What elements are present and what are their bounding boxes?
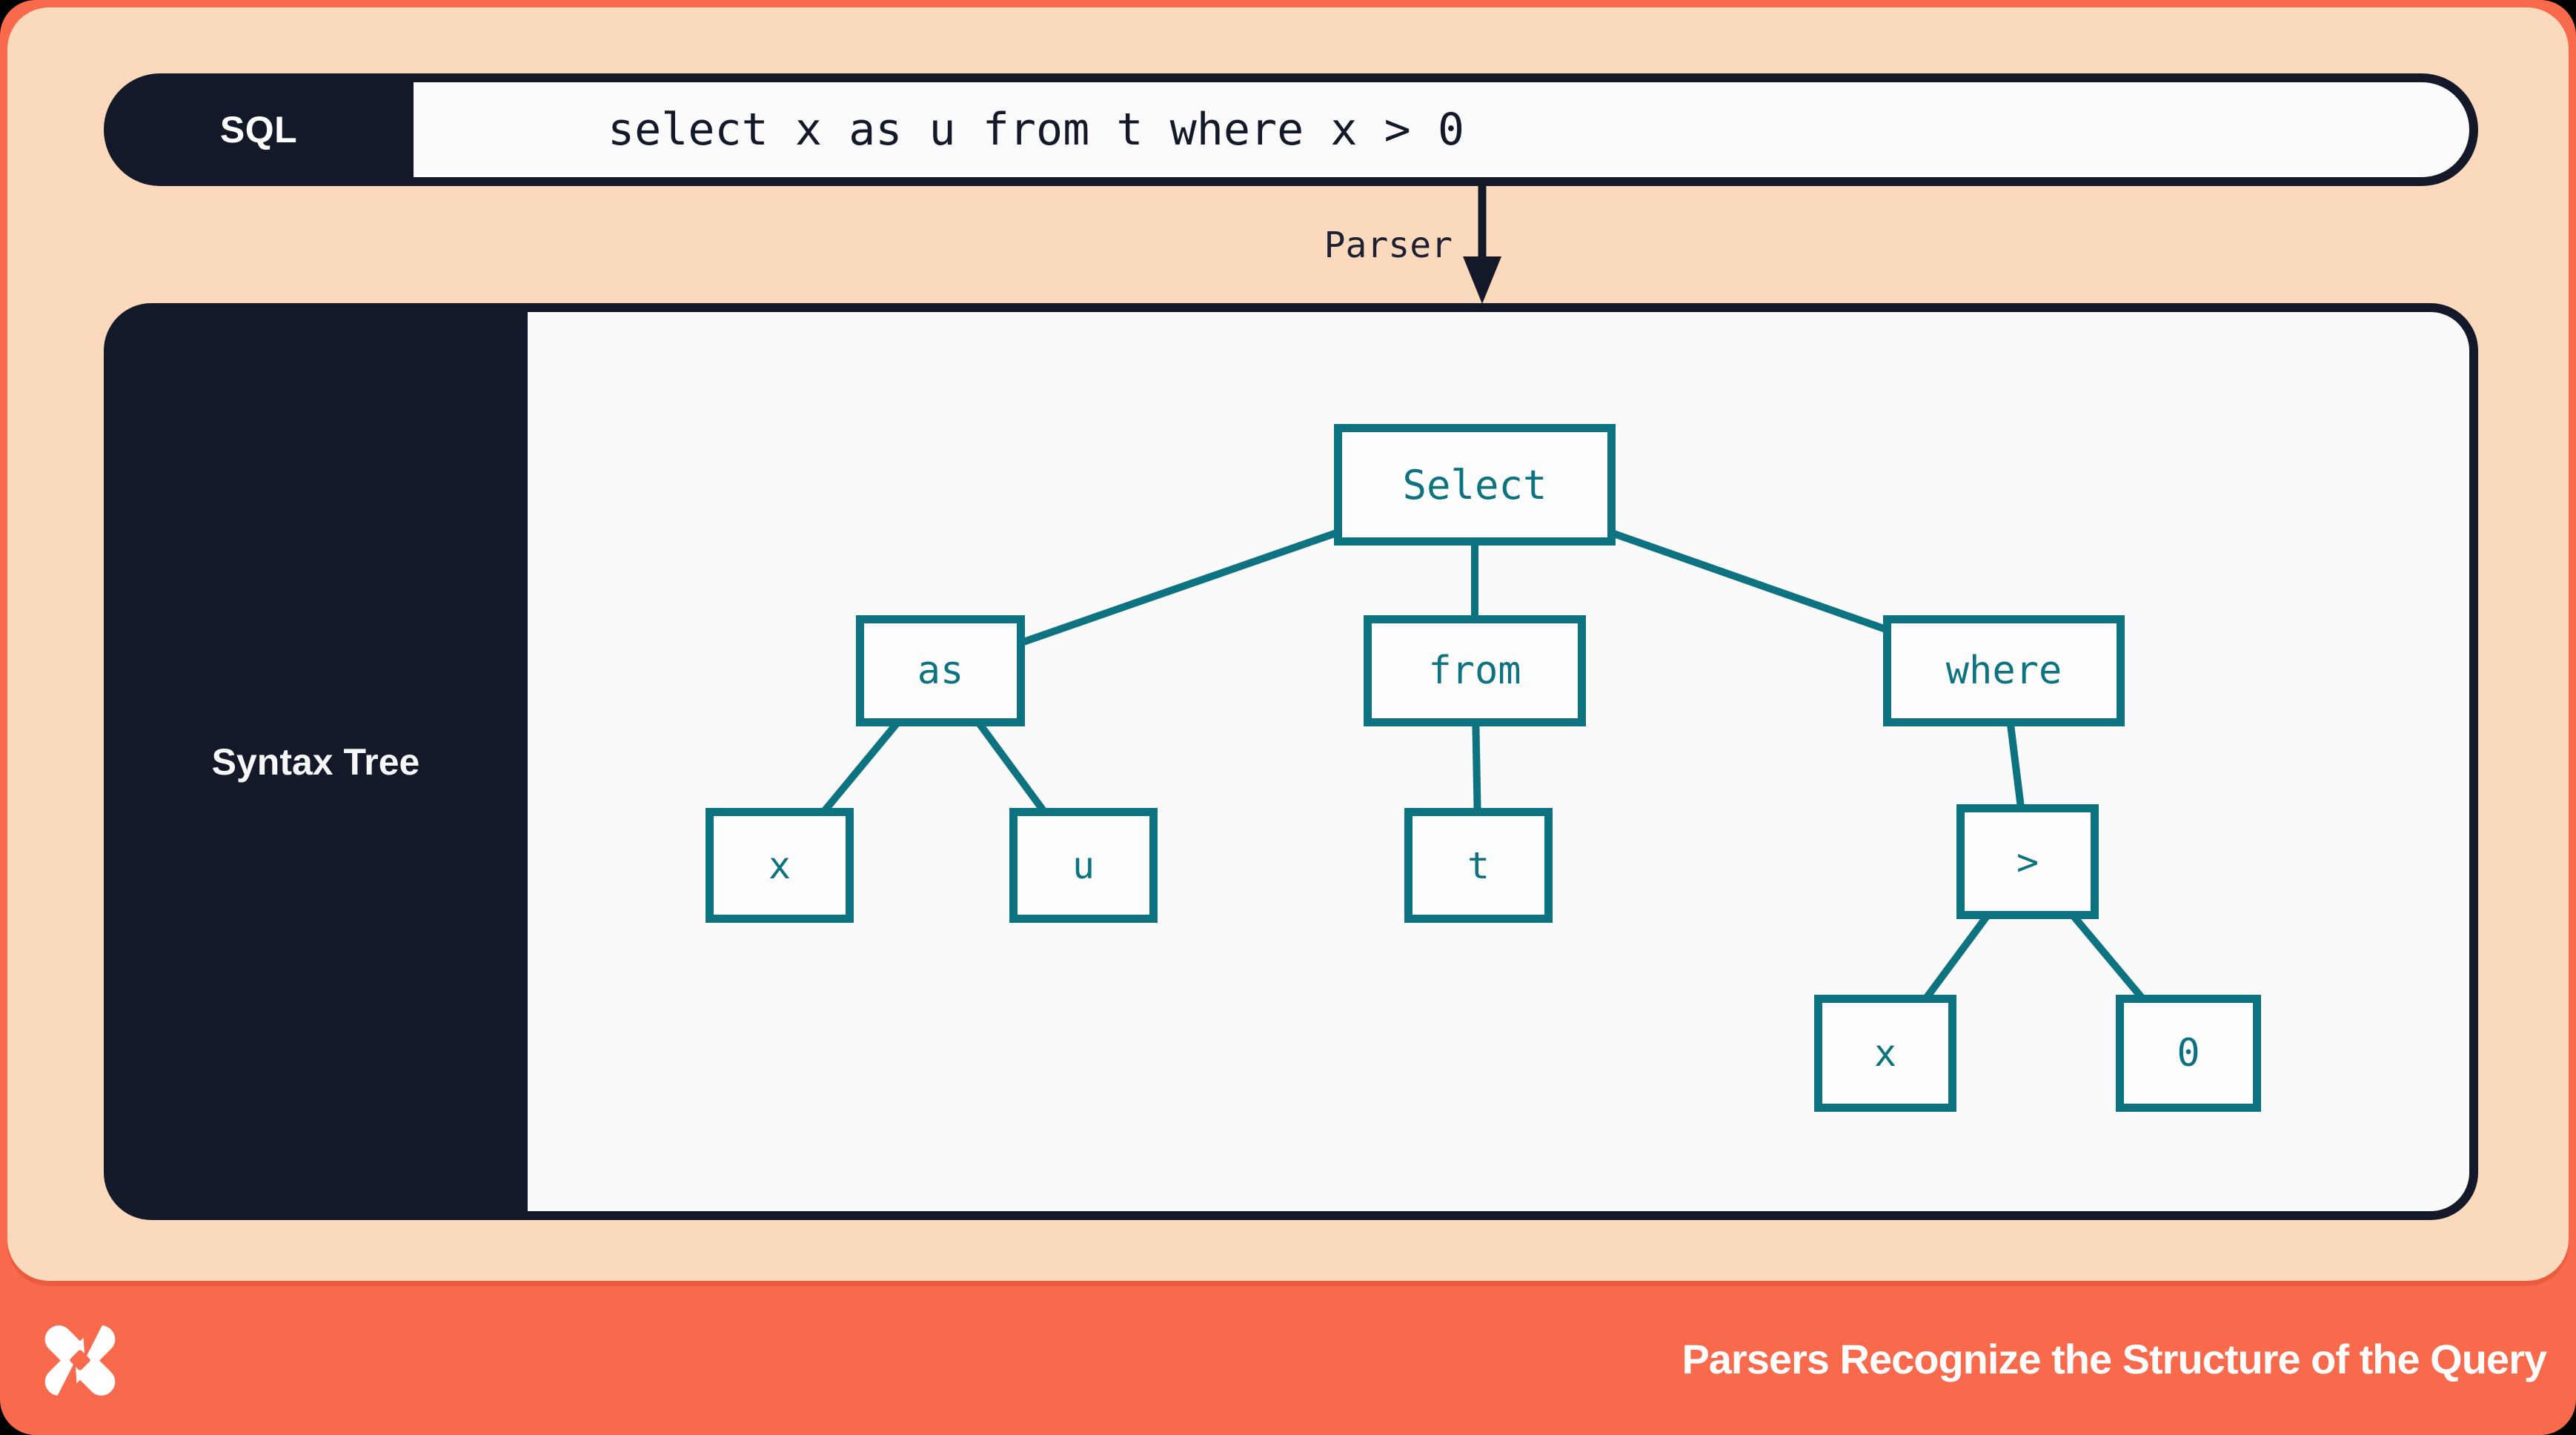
tree-node-from: from (1364, 615, 1586, 726)
sql-query-pill: select x as u from t where x > 0 SQL (104, 73, 2478, 186)
tree-node-x-condition-label: x (1873, 1032, 1897, 1075)
sql-pill-label: SQL (219, 109, 298, 150)
tree-node-zero: 0 (2116, 995, 2261, 1112)
tree-node-where: where (1883, 615, 2125, 726)
syntax-tree-panel-label: Syntax Tree (211, 740, 420, 783)
tree-node-t: t (1404, 808, 1553, 923)
tree-node-u: u (1009, 808, 1158, 923)
tree-node-greater-than-label: > (2016, 840, 2039, 884)
tree-node-as-label: as (917, 649, 964, 693)
tree-node-as: as (856, 615, 1025, 726)
tree-node-x-alias: x (706, 808, 854, 923)
tree-node-x-condition: x (1814, 995, 1956, 1112)
tree-node-zero-label: 0 (2177, 1031, 2200, 1076)
tree-node-select: Select (1334, 424, 1616, 546)
slide-title: Parsers Recognize the Structure of the Q… (1682, 1336, 2547, 1382)
tree-node-t-label: t (1467, 844, 1490, 887)
sql-query-field: select x as u from t where x > 0 (414, 82, 2469, 177)
tree-node-x-alias-label: x (768, 844, 791, 887)
tree-node-u-label: u (1072, 844, 1095, 887)
parser-arrow-label: Parser (1324, 225, 1453, 266)
sql-query-text: select x as u from t where x > 0 (608, 104, 1464, 156)
tree-node-greater-than: > (1956, 804, 2099, 919)
tree-node-select-label: Select (1402, 461, 1547, 508)
tree-node-from-label: from (1428, 649, 1521, 693)
tree-node-where-label: where (1945, 649, 2062, 693)
pinwheel-x-logo-icon (39, 1319, 121, 1401)
